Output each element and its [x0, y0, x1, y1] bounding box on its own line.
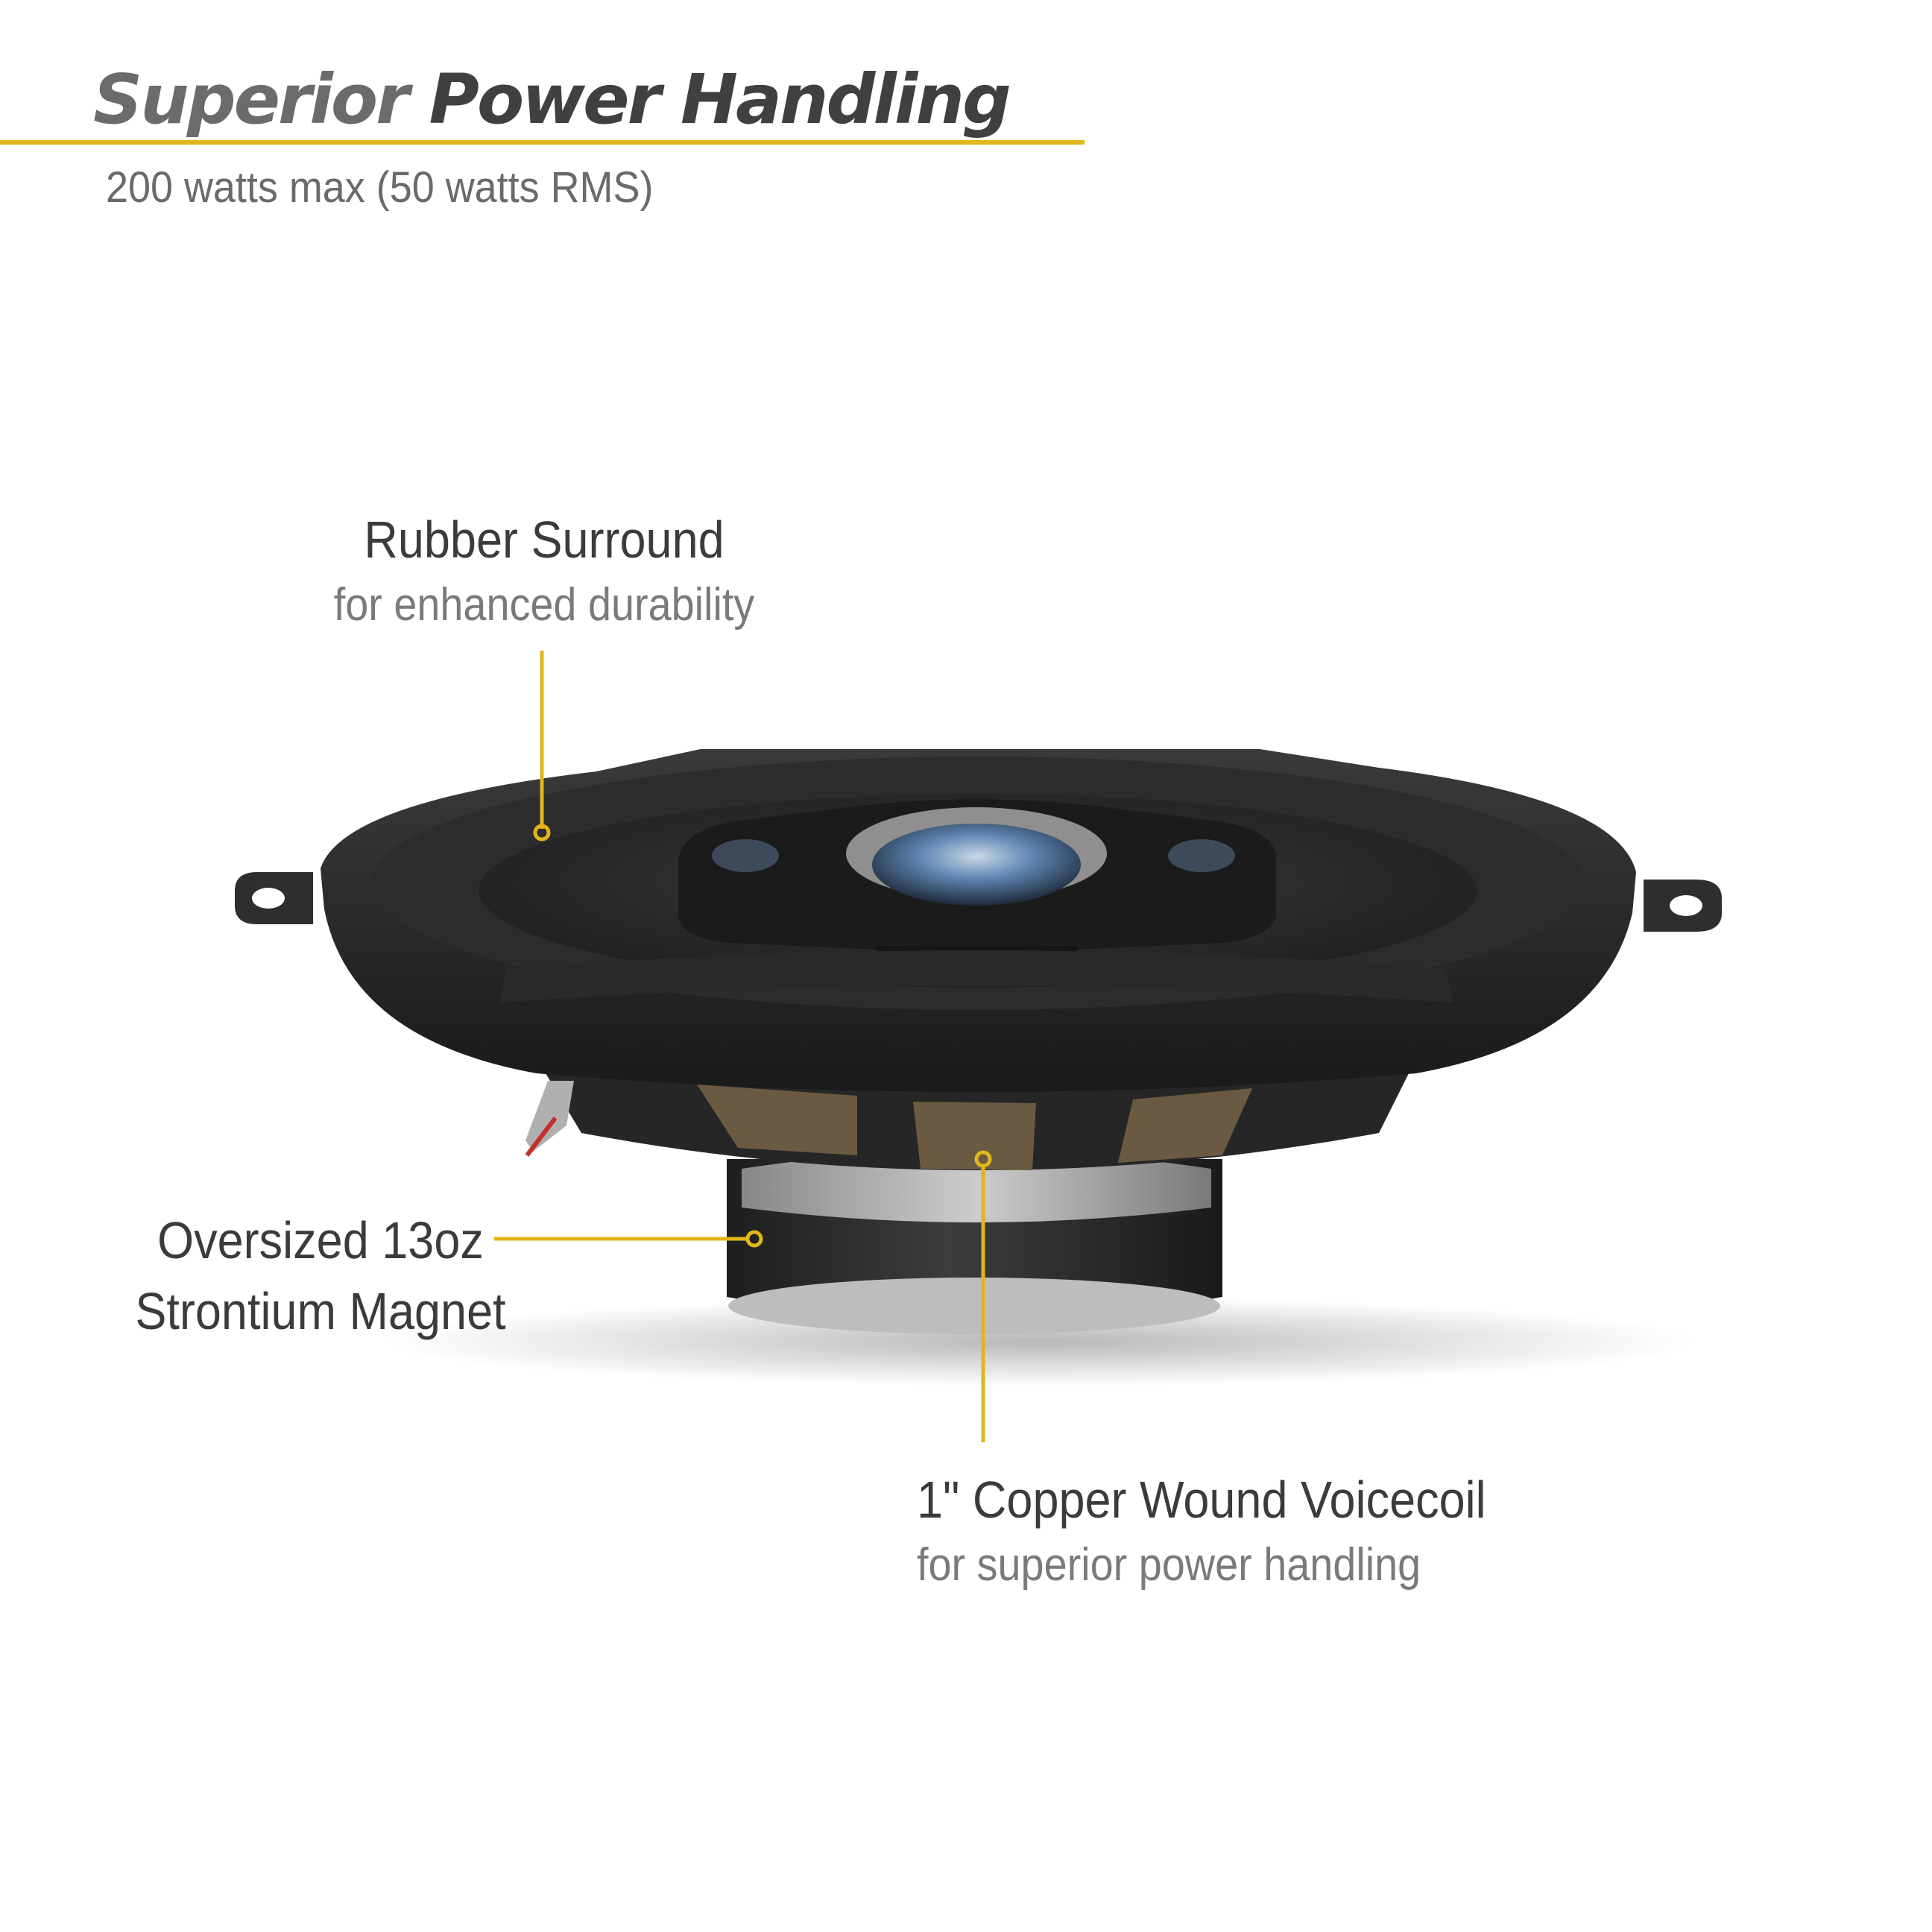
leader-dot-magnet: [745, 1230, 763, 1248]
magnet-bottom-plate: [728, 1278, 1220, 1334]
mount-hole-left: [252, 888, 285, 909]
power-rating-subtitle: 200 watts max (50 watts RMS): [106, 163, 654, 212]
front-trim: [499, 950, 1453, 1003]
leader-dot-surround: [533, 824, 551, 842]
title-underline: [0, 140, 1085, 145]
callout-rubber-surround: Rubber Surround for enhanced durability: [309, 507, 779, 638]
title-word-power-handling: Power Handling: [429, 60, 1011, 139]
leader-dot-voicecoil: [974, 1150, 992, 1168]
magnet-top-plate: [742, 1151, 1211, 1222]
basket-window-right: [1118, 1088, 1252, 1163]
callout-surround-subtitle: for enhanced durability: [333, 579, 755, 631]
callout-magnet-line1: Oversized 13oz: [157, 1211, 484, 1269]
callout-voicecoil-title: 1" Copper Wound Voicecoil: [917, 1471, 1486, 1529]
basket-window-left: [697, 1085, 857, 1155]
callout-voicecoil-subtitle: for superior power handling: [917, 1539, 1421, 1591]
midrange-right: [1168, 839, 1235, 872]
title-word-superior: Superior: [93, 60, 409, 139]
callout-voicecoil: 1" Copper Wound Voicecoil for superior p…: [917, 1467, 1486, 1598]
page-title: Superior Power Handling: [93, 66, 1011, 134]
mount-hole-right: [1670, 895, 1702, 916]
terminal-wire: [525, 1117, 558, 1157]
basket-window-center: [913, 1102, 1036, 1170]
callout-surround-title: Rubber Surround: [364, 511, 724, 569]
callout-magnet-line2: Strontium Magnet: [135, 1282, 506, 1340]
center-tweeter: [872, 824, 1081, 906]
floor-shadow: [384, 1297, 1696, 1386]
midrange-left: [712, 839, 779, 872]
terminal-tab: [525, 1081, 574, 1152]
callout-magnet: Oversized 13oz Strontium Magnet: [130, 1205, 512, 1347]
